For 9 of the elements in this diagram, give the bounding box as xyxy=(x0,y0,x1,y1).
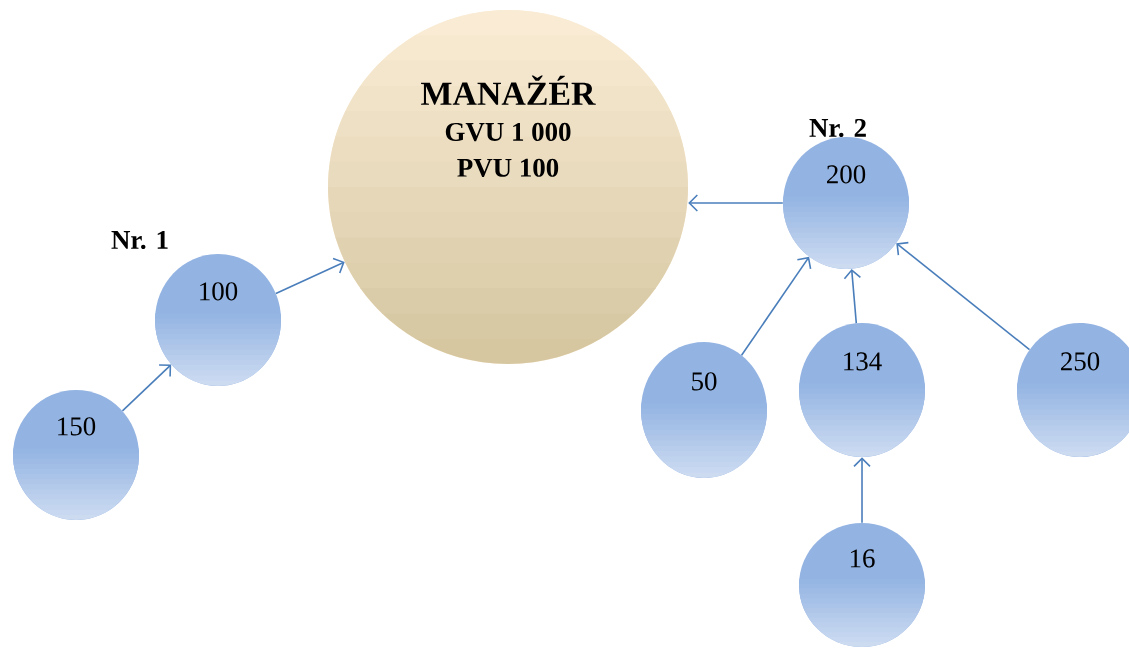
node-caption: Nr. 1 xyxy=(111,230,168,250)
arrow xyxy=(121,364,172,412)
node-caption: Nr. 2 xyxy=(809,118,866,138)
arrow xyxy=(688,194,784,212)
arrow xyxy=(740,256,812,356)
arrow xyxy=(853,457,871,524)
arrow xyxy=(843,268,862,324)
arrow xyxy=(275,257,345,295)
arrow xyxy=(896,241,1031,351)
